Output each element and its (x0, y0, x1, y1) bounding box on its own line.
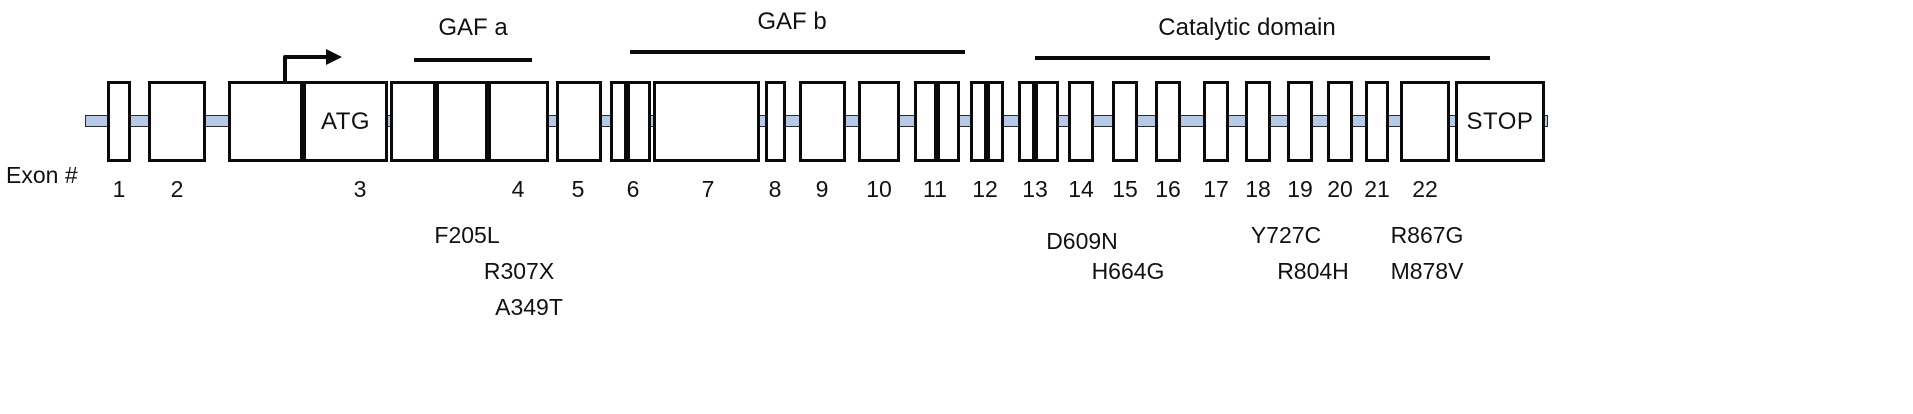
exon-6-box-2 (627, 81, 651, 162)
mutation-label-y727c: Y727C (1250, 222, 1322, 248)
exon-20-box (1327, 81, 1353, 162)
exon-number-22: 22 (1412, 176, 1438, 202)
exon-16-box (1155, 81, 1181, 162)
exon-number-8: 8 (768, 176, 782, 202)
exon-21-box (1365, 81, 1389, 162)
domain-label-gaf-a: GAF a (438, 14, 508, 41)
exon-7-box (653, 81, 760, 162)
mutation-label-m878v: M878V (1390, 258, 1464, 284)
domain-bar-gaf-a (414, 58, 532, 62)
exon-number-4: 4 (511, 176, 525, 202)
mutation-label-d609n: D609N (1046, 228, 1118, 254)
exon-2-box (148, 81, 206, 162)
exon-19-box (1287, 81, 1313, 162)
exon-number-13: 13 (1022, 176, 1048, 202)
mutation-label-r804h: R804H (1277, 258, 1349, 284)
exon-6-box-1 (610, 81, 627, 162)
mutation-label-a349t: A349T (495, 294, 563, 320)
exon-13-box-2 (1035, 81, 1059, 162)
exon-4-box-2 (436, 81, 488, 162)
domain-bar-gaf-b (630, 50, 965, 54)
exon-12-box-2 (987, 81, 1004, 162)
exon-10-box (858, 81, 900, 162)
exon-13-box-1 (1018, 81, 1035, 162)
exon-15-box (1112, 81, 1138, 162)
mutation-label-h664g: H664G (1091, 258, 1165, 284)
domain-bar-catalytic-domain (1035, 56, 1490, 60)
exon-22-box-2: STOP (1455, 81, 1545, 162)
tss-arrow-head (326, 49, 342, 65)
mutation-label-r307x: R307X (483, 258, 555, 284)
exon-22-box-1 (1400, 81, 1450, 162)
exon-number-1: 1 (112, 176, 126, 202)
exon-number-20: 20 (1327, 176, 1353, 202)
exon-5-box (556, 81, 602, 162)
exon-number-3: 3 (353, 176, 367, 202)
exon-9-box (799, 81, 846, 162)
exon-8-box (765, 81, 786, 162)
domain-label-catalytic-domain: Catalytic domain (1158, 14, 1336, 41)
exon-12-box-1 (970, 81, 987, 162)
exon-number-2: 2 (170, 176, 184, 202)
exon-18-box (1245, 81, 1271, 162)
exon-number-14: 14 (1068, 176, 1094, 202)
exon-number-10: 10 (866, 176, 892, 202)
exon-17-box (1203, 81, 1229, 162)
exon-11-box-2 (937, 81, 960, 162)
exon-4-box-1 (390, 81, 436, 162)
exon-4-box-3 (488, 81, 549, 162)
exon-number-19: 19 (1287, 176, 1313, 202)
exon-axis-label: Exon # (6, 162, 78, 188)
exon-number-18: 18 (1245, 176, 1271, 202)
exon-number-12: 12 (972, 176, 998, 202)
exon-number-6: 6 (626, 176, 640, 202)
exon-number-17: 17 (1203, 176, 1229, 202)
mutation-label-r867g: R867G (1390, 222, 1464, 248)
exon-number-15: 15 (1112, 176, 1138, 202)
exon-14-box (1068, 81, 1094, 162)
exon-3-box-1 (228, 81, 303, 162)
exon-number-5: 5 (571, 176, 585, 202)
exon-3-box-2: ATG (303, 81, 388, 162)
exon-1-box (107, 81, 131, 162)
exon-number-9: 9 (815, 176, 829, 202)
exon-number-7: 7 (701, 176, 715, 202)
exon-number-21: 21 (1364, 176, 1390, 202)
domain-label-gaf-b: GAF b (757, 8, 827, 35)
exon-number-11: 11 (923, 176, 947, 202)
mutation-label-f205l: F205L (434, 222, 500, 248)
exon-11-box-1 (914, 81, 937, 162)
tss-arrow-line (283, 55, 326, 81)
exon-number-16: 16 (1155, 176, 1181, 202)
